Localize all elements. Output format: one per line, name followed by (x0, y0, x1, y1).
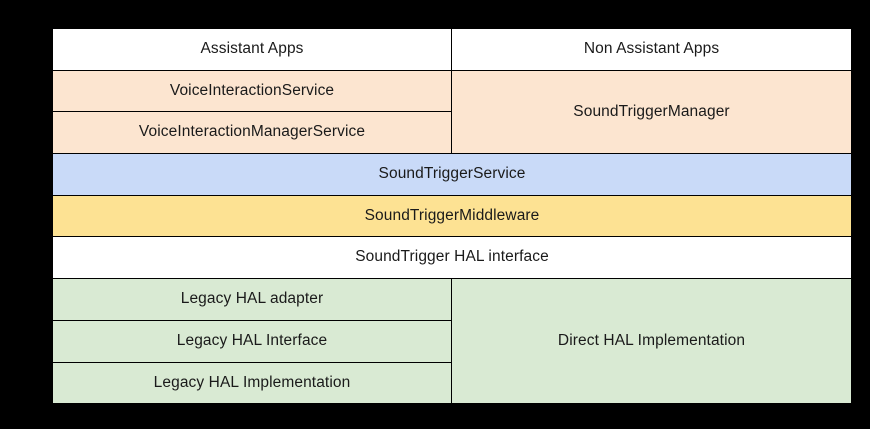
table-row-headers: Assistant Apps Non Assistant Apps (52, 28, 852, 71)
cell-direct-hal-implementation: Direct HAL Implementation (451, 278, 852, 405)
table-row-sound-trigger-middleware: SoundTriggerMiddleware (52, 194, 852, 238)
cell-sound-trigger-middleware: SoundTriggerMiddleware (52, 194, 852, 238)
table-row-voice-interaction-manager-service: VoiceInteractionManagerService (52, 111, 852, 155)
cell-legacy-hal-adapter: Legacy HAL adapter (52, 278, 452, 321)
table-row-legacy-hal-interface: Legacy HAL Interface (52, 319, 852, 363)
architecture-layer-table: Assistant Apps Non Assistant Apps VoiceI… (52, 28, 852, 405)
cell-assistant-apps: Assistant Apps (52, 28, 452, 71)
cell-sound-trigger-hal-interface: SoundTrigger HAL interface (52, 236, 852, 280)
cell-sound-trigger-service: SoundTriggerService (52, 153, 852, 196)
cell-sound-trigger-manager: SoundTriggerManager (451, 69, 852, 155)
table-row-legacy-hal-adapter: Legacy HAL adapter Direct HAL Implementa… (52, 278, 852, 405)
cell-voice-interaction-service: VoiceInteractionService (52, 69, 452, 113)
table-row-sound-trigger-service: SoundTriggerService (52, 153, 852, 196)
table-row-voice-interaction-service: VoiceInteractionService SoundTriggerMana… (52, 69, 852, 155)
table-row-legacy-hal-implementation: Legacy HAL Implementation (52, 361, 852, 405)
table-row-sound-trigger-hal-interface: SoundTrigger HAL interface (52, 236, 852, 280)
cell-legacy-hal-interface: Legacy HAL Interface (52, 319, 452, 363)
cell-voice-interaction-manager-service: VoiceInteractionManagerService (52, 111, 452, 155)
architecture-table-body: Assistant Apps Non Assistant Apps VoiceI… (52, 28, 852, 405)
cell-legacy-hal-implementation: Legacy HAL Implementation (52, 361, 452, 405)
cell-non-assistant-apps: Non Assistant Apps (451, 28, 852, 71)
